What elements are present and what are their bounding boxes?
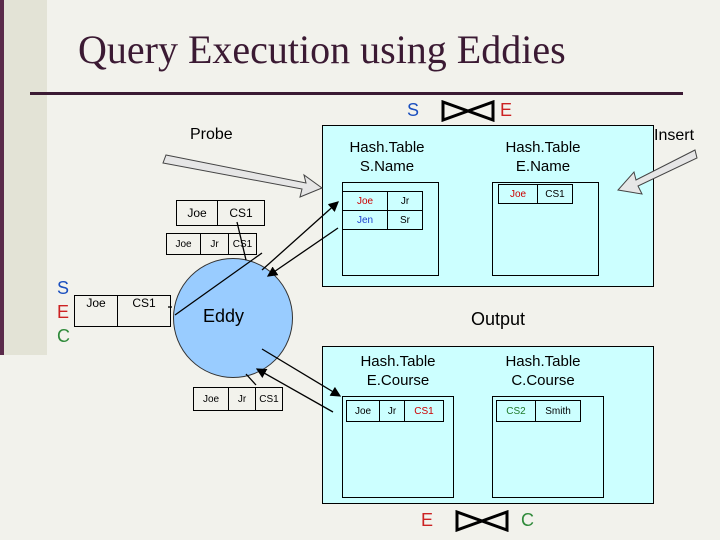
ht-e-course-line1: Hash.Table — [360, 353, 436, 370]
ht-c-course-table: CS2 Smith — [496, 400, 581, 422]
table-cell: Joe — [193, 387, 229, 411]
table-row: Joe CS1 — [74, 295, 171, 327]
join-bottom-left: E — [421, 510, 434, 530]
tuple-out: Joe Jr CS1 — [193, 387, 283, 411]
ht-e-course-label: Hash.Table E.Course — [333, 352, 463, 390]
title-underline — [30, 92, 550, 95]
ht-e-name-line1: Hash.Table — [505, 139, 581, 156]
sec-tuple: Joe CS1 — [74, 295, 171, 327]
ht-c-course-line1: Hash.Table — [505, 353, 581, 370]
ht-e-name-table: Joe CS1 — [498, 184, 573, 204]
table-row: Joe CS1 — [176, 200, 265, 226]
table-cell: Jr — [379, 400, 405, 422]
ht-e-name-line2: E.Name — [515, 158, 571, 175]
table-cell: CS1 — [404, 400, 444, 422]
ht-c-course-line2: C.Course — [511, 372, 575, 389]
table-cell: CS1 — [255, 387, 283, 411]
table-cell: Joe — [498, 184, 538, 204]
table-cell: CS1 — [537, 184, 573, 204]
table-cell: Sr — [387, 210, 423, 230]
table-cell: CS1 — [217, 200, 265, 226]
insert-arrow-icon — [617, 149, 698, 195]
insert-label: Insert — [654, 127, 695, 144]
slide-title: Query Execution using Eddies — [78, 27, 566, 72]
table-cell: Joe — [74, 295, 118, 327]
table-cell: Smith — [535, 400, 581, 422]
ht-c-course-label: Hash.Table C.Course — [478, 352, 608, 390]
table-cell: Jr — [228, 387, 256, 411]
eddy-label: Eddy — [203, 306, 245, 326]
ht-s-name-table: Joe Jr Jen Sr — [342, 191, 423, 230]
left-decor-edge — [0, 0, 4, 355]
ht-s-name-line1: Hash.Table — [349, 139, 425, 156]
table-cell: Joe — [176, 200, 218, 226]
join-top-right: E — [500, 100, 513, 120]
table-cell: Jr — [387, 191, 423, 211]
probe-arrow-icon — [162, 154, 324, 198]
eddy-circle — [173, 258, 293, 378]
left-decor-bar — [0, 0, 47, 355]
sec-e: E — [57, 302, 70, 322]
join-top-left: S — [407, 100, 420, 120]
join-bottom-right: C — [521, 510, 534, 530]
sec-c: C — [57, 326, 70, 346]
ht-e-course-table: Joe Jr CS1 — [346, 400, 444, 422]
join-top-bowtie-icon — [441, 100, 495, 122]
ht-s-name-label: Hash.Table S.Name — [322, 138, 452, 176]
table-row: Joe Jr — [342, 191, 423, 211]
probe-label: Probe — [190, 126, 233, 143]
table-cell: CS1 — [117, 295, 171, 327]
table-cell: Joe — [166, 233, 201, 255]
join-bottom-bowtie-icon — [455, 510, 509, 532]
output-label: Output — [471, 309, 526, 329]
table-row: Joe Jr CS1 — [346, 400, 444, 422]
title-underline-right — [541, 92, 683, 95]
ht-s-name-line2: S.Name — [359, 158, 415, 175]
ht-e-name-label: Hash.Table E.Name — [478, 138, 608, 176]
ht-e-course-line2: E.Course — [366, 372, 430, 389]
tuple-probe: Joe CS1 — [176, 200, 265, 226]
table-row: Joe Jr CS1 — [193, 387, 283, 411]
table-row: Jen Sr — [342, 210, 423, 230]
table-row: Joe CS1 — [498, 184, 573, 204]
sec-s: S — [57, 278, 70, 298]
table-row: CS2 Smith — [496, 400, 581, 422]
